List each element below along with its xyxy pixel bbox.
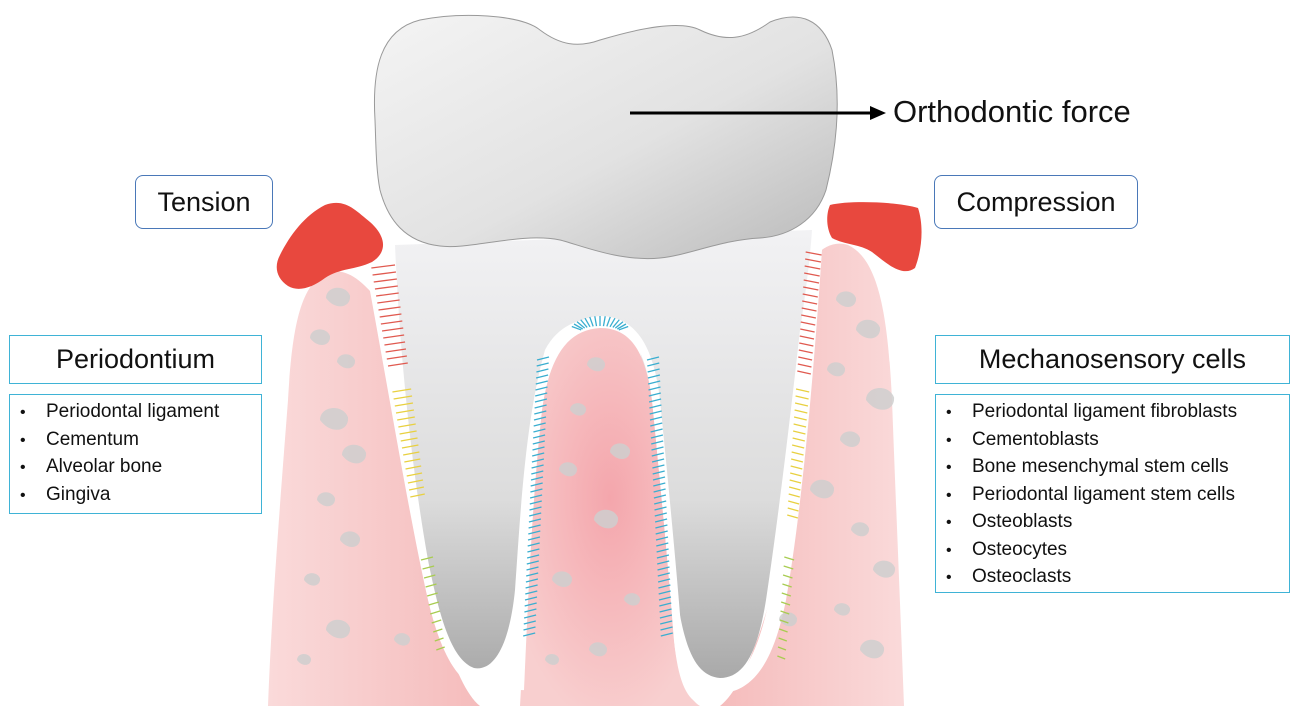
periodontium-list-item: Alveolar bone bbox=[20, 454, 261, 482]
mechanosensory-list-item: Periodontal ligament fibroblasts bbox=[946, 399, 1289, 427]
periodontium-title: Periodontium bbox=[9, 335, 262, 384]
mechanosensory-list-item: Osteoblasts bbox=[946, 509, 1289, 537]
periodontium-list: Periodontal ligamentCementumAlveolar bon… bbox=[9, 394, 262, 514]
mechanosensory-list-item: Bone mesenchymal stem cells bbox=[946, 454, 1289, 482]
orthodontic-force-label: Orthodontic force bbox=[893, 94, 1131, 130]
periodontium-list-item: Periodontal ligament bbox=[20, 399, 261, 427]
compression-callout: Compression bbox=[934, 175, 1138, 229]
tension-callout: Tension bbox=[135, 175, 273, 229]
mechanosensory-list-item: Osteoclasts bbox=[946, 564, 1289, 592]
periodontium-list-item: Gingiva bbox=[20, 482, 261, 510]
mechanosensory-list-item: Periodontal ligament stem cells bbox=[946, 482, 1289, 510]
periodontium-list-item: Cementum bbox=[20, 427, 261, 455]
mechanosensory-list: Periodontal ligament fibroblastsCementob… bbox=[935, 394, 1290, 593]
mechanosensory-list-item: Cementoblasts bbox=[946, 427, 1289, 455]
tooth-crown bbox=[374, 15, 837, 258]
mechanosensory-list-item: Osteocytes bbox=[946, 537, 1289, 565]
mechanosensory-title: Mechanosensory cells bbox=[935, 335, 1290, 384]
force-arrow-head bbox=[870, 106, 886, 120]
